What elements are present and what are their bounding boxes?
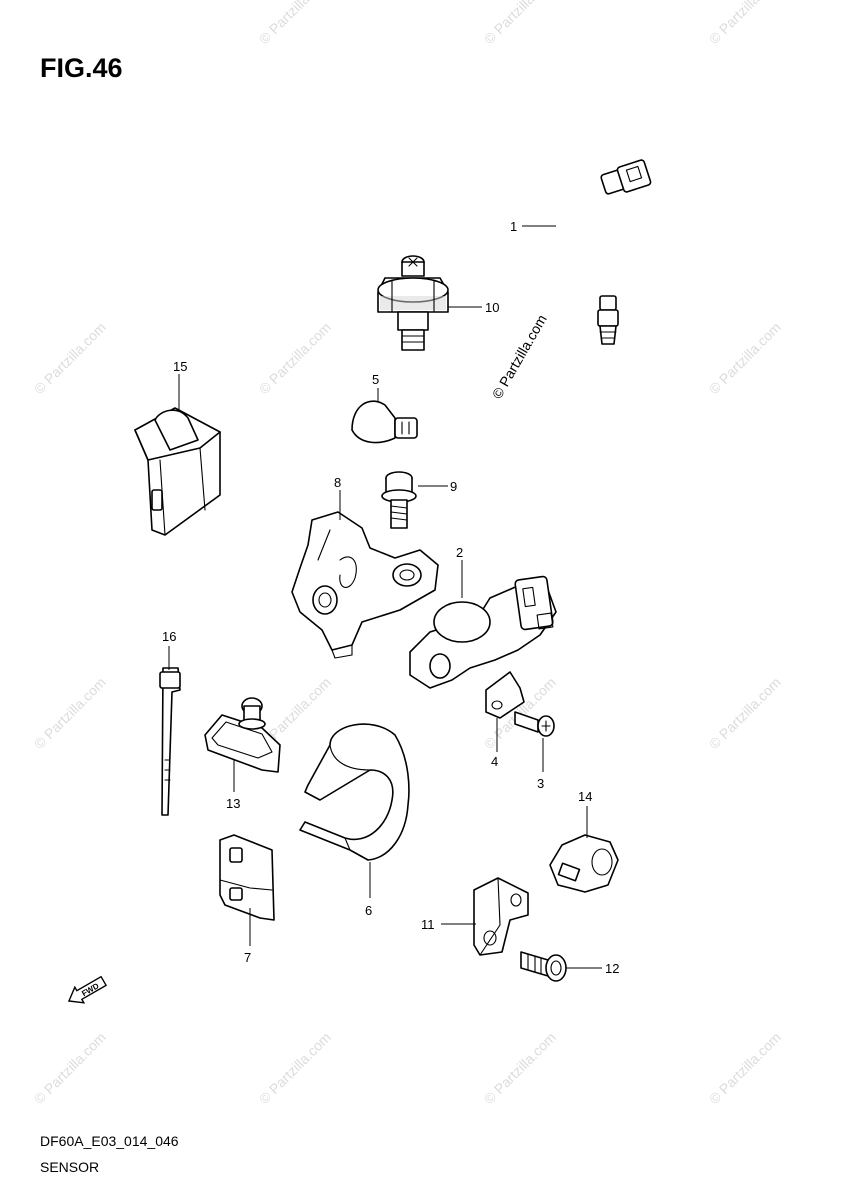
callout-15[interactable]: 15 (173, 359, 187, 374)
part-10-pressure-switch[interactable] (377, 255, 449, 351)
callout-9[interactable]: 9 (450, 479, 457, 494)
forward-arrow-icon: FWD (67, 975, 108, 1004)
watermark: © Partzilla.com (256, 319, 334, 397)
watermark: © Partzilla.com (706, 319, 784, 397)
diagram-footer: DF60A_E03_014_046 SENSOR (40, 1128, 179, 1180)
watermark: © Partzilla.com (706, 1029, 784, 1107)
callout-13[interactable]: 13 (226, 796, 240, 811)
callout-2[interactable]: 2 (456, 545, 463, 560)
watermark: © Partzilla.com (706, 674, 784, 752)
part-13-clip[interactable] (204, 697, 281, 773)
watermark: © Partzilla.com (256, 1029, 334, 1107)
watermark: © Partzilla.com (481, 0, 559, 47)
part-6-clamp[interactable] (299, 723, 410, 861)
part-3-screw[interactable] (514, 711, 555, 737)
watermark: © Partzilla.com (31, 1029, 109, 1107)
part-12-bolt[interactable] (520, 951, 567, 982)
callout-7[interactable]: 7 (244, 950, 251, 965)
watermark-center: © Partzilla.com (489, 312, 550, 402)
callout-1[interactable]: 1 (510, 219, 517, 234)
callout-11[interactable]: 11 (421, 917, 435, 932)
part-1-sensor-wire[interactable] (555, 159, 652, 345)
part-15-holder[interactable] (134, 407, 221, 536)
section-name: SENSOR (40, 1159, 100, 1175)
watermark: © Partzilla.com (706, 0, 784, 47)
callout-8[interactable]: 8 (334, 475, 341, 490)
part-4-plate[interactable] (485, 671, 525, 719)
figure-title: FIG.46 (40, 53, 123, 83)
part-7-clip[interactable] (219, 834, 275, 921)
callout-16[interactable]: 16 (162, 629, 176, 644)
part-9-bolt[interactable] (381, 471, 417, 529)
callout-3[interactable]: 3 (537, 776, 544, 791)
diagram-code: DF60A_E03_014_046 (40, 1133, 179, 1149)
callout-4[interactable]: 4 (491, 754, 498, 769)
callout-14[interactable]: 14 (578, 789, 592, 804)
watermark: © Partzilla.com (31, 674, 109, 752)
callout-12[interactable]: 12 (605, 961, 619, 976)
watermark: © Partzilla.com (256, 0, 334, 47)
part-11-bracket-plate[interactable] (473, 877, 529, 956)
callout-5[interactable]: 5 (372, 372, 379, 387)
callout-6[interactable]: 6 (365, 903, 372, 918)
part-5-cap[interactable] (351, 400, 418, 444)
part-14-clamp[interactable] (549, 834, 619, 893)
part-16-cable-tie[interactable] (159, 667, 181, 816)
callout-10[interactable]: 10 (485, 300, 499, 315)
watermark: © Partzilla.com (481, 1029, 559, 1107)
watermark: © Partzilla.com (31, 319, 109, 397)
part-8-bracket[interactable] (291, 511, 439, 659)
part-2-sensor[interactable] (409, 575, 557, 689)
